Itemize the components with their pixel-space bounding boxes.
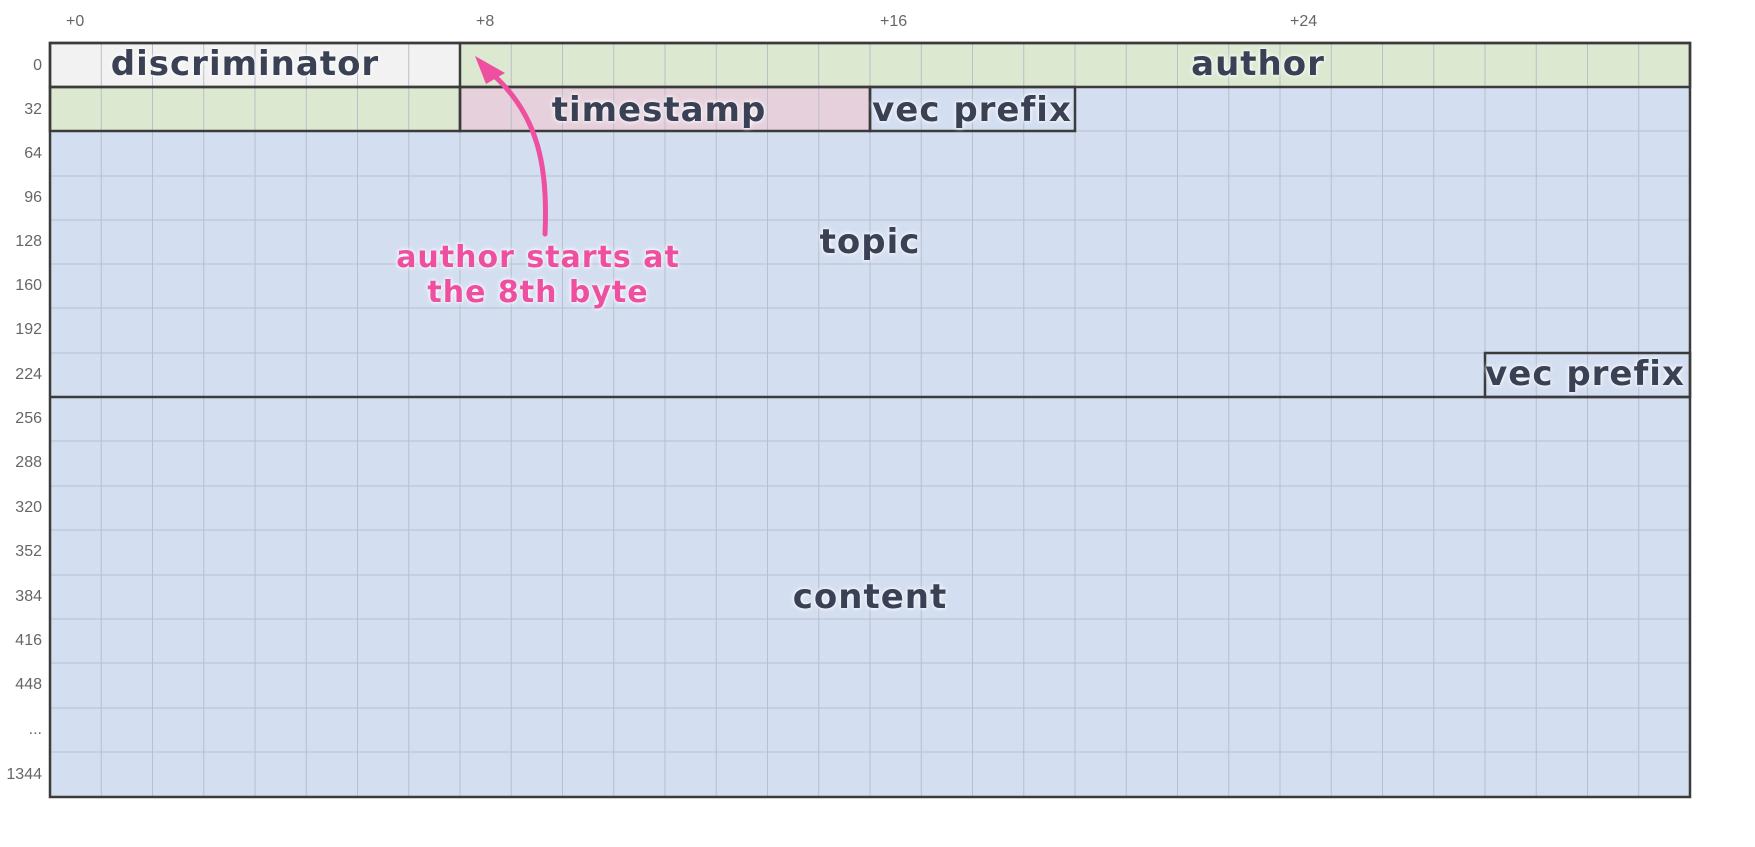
author-label: author bbox=[1191, 44, 1325, 84]
row-label-128: 128 bbox=[15, 233, 42, 250]
annotation-line-2: the 8th byte bbox=[427, 275, 649, 310]
vec-prefix-1-border bbox=[868, 85, 1077, 133]
row-label-352: 352 bbox=[15, 543, 42, 560]
vec-prefix-label-1: vec prefix bbox=[872, 90, 1072, 130]
row-label-448: 448 bbox=[15, 676, 42, 693]
row-label-64: 64 bbox=[24, 145, 42, 162]
row-label-32: 32 bbox=[24, 101, 42, 118]
row-label-ellipsis: ... bbox=[28, 721, 42, 738]
vec-prefix-2-border bbox=[1483, 351, 1692, 399]
col-label-24: +24 bbox=[1290, 13, 1318, 30]
row-label-320: 320 bbox=[15, 499, 42, 516]
row-label-224: 224 bbox=[15, 366, 42, 383]
row-label-384: 384 bbox=[15, 588, 42, 605]
row-label-256: 256 bbox=[15, 410, 42, 427]
row-label-288: 288 bbox=[15, 454, 42, 471]
timestamp-label: timestamp bbox=[551, 90, 767, 130]
row-label-1344: 1344 bbox=[6, 766, 42, 783]
topic-label: topic bbox=[819, 222, 921, 262]
row-label-416: 416 bbox=[15, 632, 42, 649]
row-label-160: 160 bbox=[15, 277, 42, 294]
col-label-0: +0 bbox=[66, 13, 85, 30]
row-label-96: 96 bbox=[24, 189, 42, 206]
annotation-line-1: author starts at bbox=[396, 240, 680, 275]
content-label: content bbox=[792, 577, 948, 617]
discriminator-label: discriminator bbox=[110, 44, 380, 84]
annotation-text: author starts at the 8th byte bbox=[396, 240, 680, 310]
row-label-0: 0 bbox=[33, 57, 42, 74]
col-label-8: +8 bbox=[476, 13, 495, 30]
vec-prefix-label-2: vec prefix bbox=[1485, 354, 1685, 394]
col-label-16: +16 bbox=[880, 13, 908, 30]
row-label-192: 192 bbox=[15, 321, 42, 338]
